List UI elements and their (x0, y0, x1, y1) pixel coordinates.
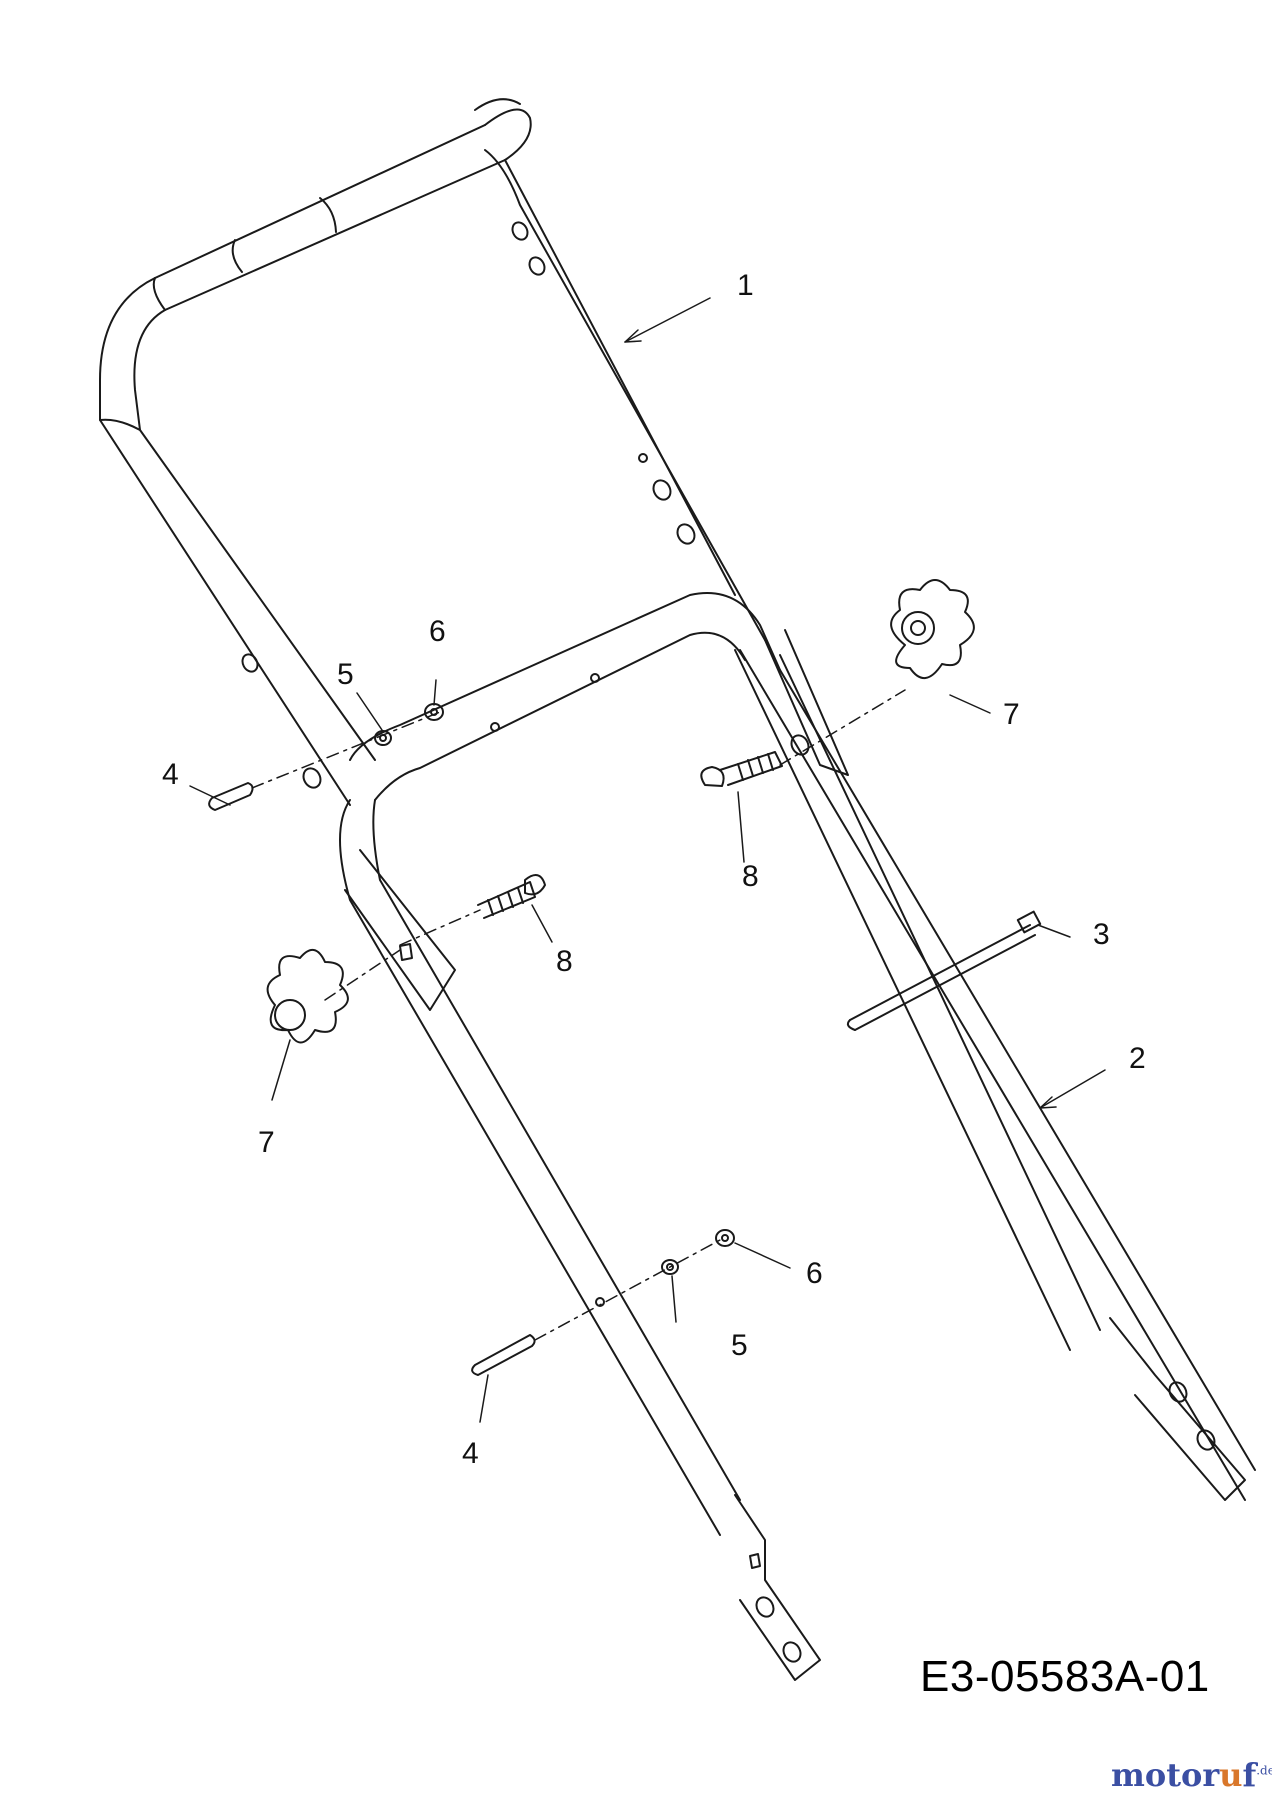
callout-8-upper: 8 (742, 860, 759, 893)
watermark-highlight: u (1219, 1756, 1243, 1794)
callout-7-right: 7 (1003, 698, 1020, 731)
part-code: E3-05583A-01 (920, 1652, 1210, 1701)
clevis-pin-lower (471, 1334, 536, 1376)
watermark-logo: motoruf.de (1111, 1756, 1272, 1794)
callout-5-upper: 5 (337, 658, 354, 691)
callout-5-lower: 5 (731, 1329, 748, 1362)
callout-8-lower: 8 (556, 945, 573, 978)
callout-1: 1 (737, 269, 754, 302)
carriage-bolt-upper (700, 751, 783, 787)
leader-lines (189, 297, 1106, 1423)
callout-labels: 1 2 3 4 4 5 5 6 6 7 7 8 8 (162, 269, 1146, 1470)
watermark-tld: .de (1256, 1763, 1272, 1778)
callout-3: 3 (1093, 918, 1110, 951)
callout-4-upper: 4 (162, 758, 179, 791)
clevis-pin-upper (208, 782, 254, 811)
callout-2: 2 (1129, 1042, 1146, 1075)
watermark-suffix: f (1242, 1756, 1257, 1794)
star-knob-left (266, 949, 349, 1044)
assembly-lines (251, 689, 906, 1341)
upper-handle (99, 98, 849, 806)
lower-handle (339, 592, 1256, 1681)
carriage-bolt-lower (477, 874, 546, 919)
watermark-prefix: motor (1111, 1756, 1220, 1794)
callout-7-left: 7 (258, 1126, 275, 1159)
cable-tie (846, 910, 1042, 1031)
callout-4-lower: 4 (462, 1437, 479, 1470)
callout-6-lower: 6 (806, 1257, 823, 1290)
callout-6-upper: 6 (429, 615, 446, 648)
star-knob-right (890, 579, 975, 679)
washers-and-nuts (374, 703, 735, 1275)
